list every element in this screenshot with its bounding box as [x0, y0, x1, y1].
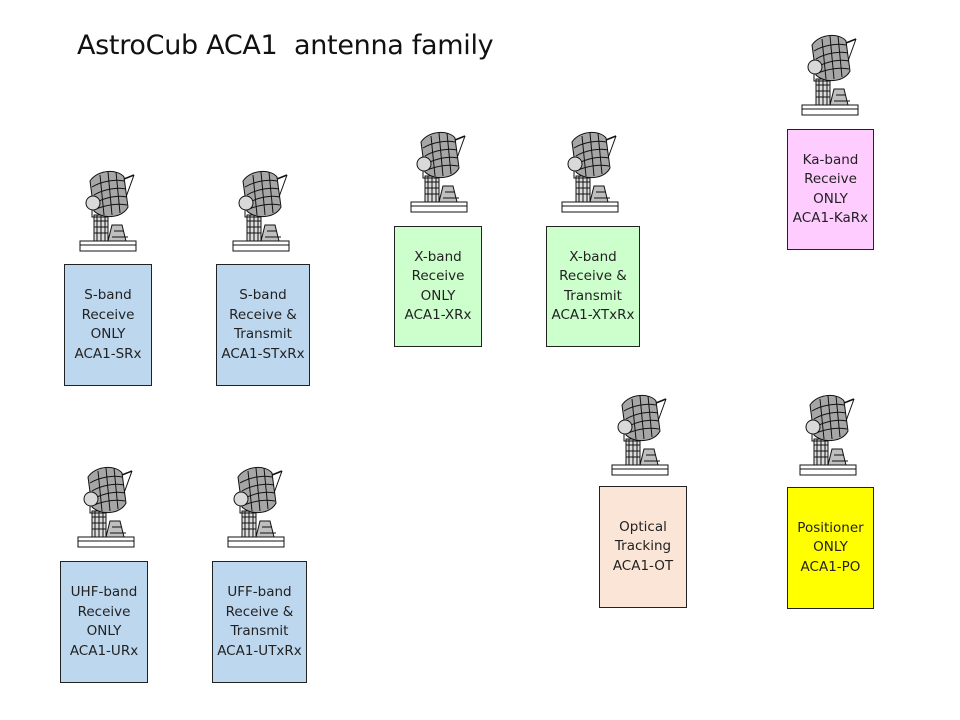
page-title: AstroCub ACA1 antenna family [77, 30, 494, 61]
antenna-label-s-txrx: S-band Receive & Transmit ACA1-STxRx [216, 264, 310, 386]
label-line: ACA1-URx [69, 642, 139, 659]
label-line: ACA1-SRx [74, 345, 142, 362]
label-line: Transmit [230, 623, 289, 639]
antenna-label-uff-txrx: UFF-band Receive & Transmit ACA1-UTxRx [212, 561, 307, 683]
satellite-dish-icon [801, 35, 859, 116]
label-line: UFF-band [227, 584, 292, 600]
label-line: ACA1-PO [800, 558, 861, 575]
antenna-label-optical: Optical Tracking ACA1-OT [599, 486, 687, 608]
label-line: ONLY [420, 287, 456, 304]
satellite-dish-icon [410, 132, 468, 213]
satellite-dish-icon [561, 132, 619, 213]
label-line: Receive [77, 603, 131, 620]
label-line: ONLY [813, 190, 848, 207]
antenna-label-uhf-rx: UHF-band Receive ONLY ACA1-URx [60, 561, 148, 683]
satellite-dish-icon [227, 467, 285, 548]
label-line: ACA1-STxRx [221, 345, 305, 362]
satellite-dish-icon [799, 395, 857, 476]
label-line: ACA1-OT [612, 557, 674, 574]
label-line: Tracking [614, 538, 672, 555]
label-line: Ka-band [802, 151, 859, 168]
label-line: ONLY [86, 623, 122, 639]
satellite-dish-icon [611, 395, 669, 476]
label-line: Positioner [797, 519, 864, 536]
label-line: Optical [619, 518, 667, 535]
antenna-label-x-txrx: X-band Receive & Transmit ACA1-XTxRx [546, 226, 640, 347]
label-line: Receive & [559, 268, 627, 284]
label-line: ACA1-XRx [404, 307, 472, 323]
label-line: ACA1-KaRx [792, 210, 869, 226]
label-line: X-band [414, 248, 462, 265]
satellite-dish-icon [77, 467, 135, 548]
label-line: S-band [239, 287, 287, 303]
label-line: ACA1-XTxRx [551, 307, 635, 323]
label-line: ONLY [90, 326, 126, 342]
label-line: X-band [569, 248, 617, 265]
antenna-label-x-rx: X-band Receive ONLY ACA1-XRx [394, 226, 482, 347]
label-line: S-band [84, 287, 132, 303]
label-line: Receive & [225, 603, 294, 620]
label-line: UHF-band [70, 584, 138, 600]
antenna-label-ka-rx: Ka-band Receive ONLY ACA1-KaRx [787, 129, 874, 250]
label-line: Receive & [229, 306, 297, 323]
label-line: ACA1-UTxRx [217, 642, 302, 659]
satellite-dish-icon [79, 171, 137, 252]
label-line: ONLY [813, 539, 848, 556]
antenna-label-positioner: Positioner ONLY ACA1-PO [787, 487, 874, 609]
label-line: Transmit [234, 326, 292, 342]
satellite-dish-icon [232, 171, 290, 252]
label-line: Receive [411, 268, 465, 284]
antenna-label-s-rx: S-band Receive ONLY ACA1-SRx [64, 264, 152, 386]
label-line: Receive [81, 306, 135, 323]
label-line: Transmit [564, 287, 622, 304]
label-line: Receive [804, 171, 857, 187]
